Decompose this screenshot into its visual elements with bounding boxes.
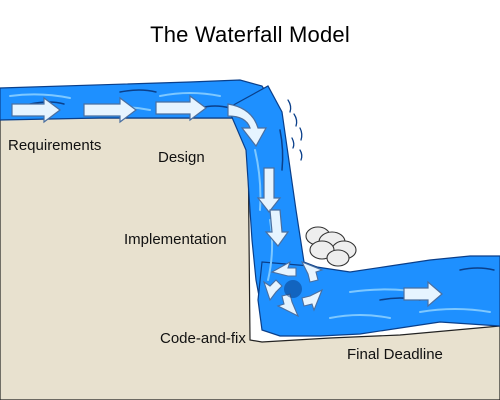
- stage-label-requirements: Requirements: [8, 137, 102, 154]
- flow-arrow-2: [83, 96, 137, 124]
- stage-label-implementation: Implementation: [124, 231, 227, 248]
- flow-arrow-down-2: [264, 209, 290, 247]
- stage-label-code-and-fix: Code-and-fix: [160, 330, 246, 347]
- foam-cloud: [305, 226, 357, 267]
- flow-arrow-lower: [403, 280, 443, 308]
- code-and-fix-whirlpool: [262, 260, 324, 318]
- diagram-title: The Waterfall Model: [150, 22, 350, 47]
- flow-arrow-1: [11, 96, 61, 124]
- spray-marks: [287, 99, 303, 161]
- flow-arrow-down-1: [256, 167, 282, 213]
- flow-arrows: [11, 94, 443, 308]
- river-lower-channel: [257, 255, 500, 337]
- stage-label-final-deadline: Final Deadline: [347, 346, 443, 363]
- stage-label-design: Design: [158, 149, 205, 166]
- flow-arrow-3: [155, 94, 207, 122]
- whirlpool-center: [284, 280, 302, 298]
- flow-arrow-curve: [227, 103, 268, 148]
